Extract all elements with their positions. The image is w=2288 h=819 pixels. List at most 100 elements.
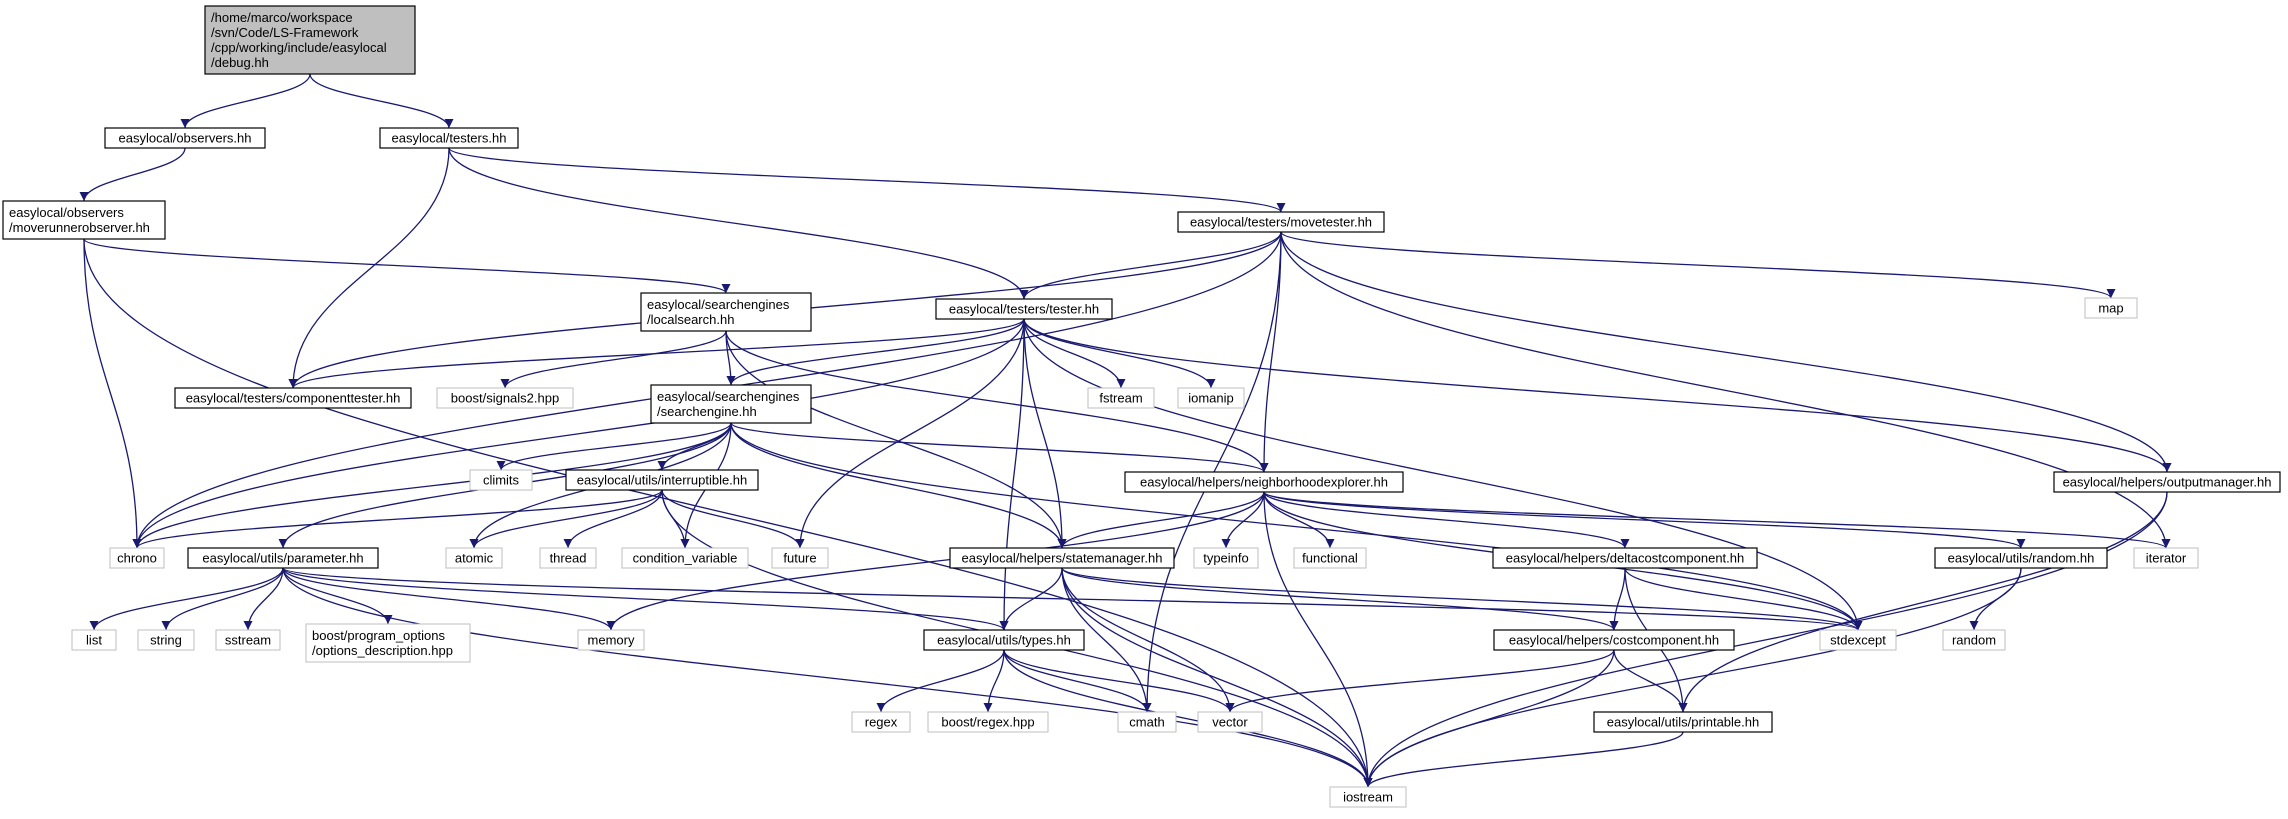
node-box-string: [137, 629, 195, 651]
node-box-map: [2084, 297, 2138, 319]
edge-tester-to-fstream: [1023, 318, 1126, 389]
node-iostream: iostream: [1329, 786, 1407, 808]
edge-interruptible-to-atomic: [469, 489, 663, 549]
node-neighborhoodexplorer[interactable]: easylocal/helpers/neighborhoodexplorer.h…: [1124, 471, 1404, 493]
edge-searchengine-to-neighborhoodexplorer: [730, 422, 1269, 473]
edge-deltacostcomponent-to-stdexcept: [1624, 567, 1863, 631]
node-list: list: [71, 629, 117, 651]
edge-searchengine-to-climits: [496, 422, 732, 471]
node-box-thread: [539, 547, 597, 569]
node-boost-regex: boost/regex.hpp: [927, 711, 1049, 733]
node-box-sstream: [215, 629, 281, 651]
node-root[interactable]: /home/marco/workspace/svn/Code/LS-Framew…: [204, 5, 416, 75]
edge-testers-to-movetester: [448, 147, 1286, 213]
edge-types-to-cmath: [1003, 649, 1152, 713]
node-label-types: easylocal/utils/types.hh: [937, 633, 1071, 648]
node-box-printable: [1593, 711, 1773, 733]
node-chrono: chrono: [109, 547, 165, 569]
node-box-componenttester: [174, 387, 412, 409]
node-printable[interactable]: easylocal/utils/printable.hh: [1593, 711, 1773, 733]
node-box-iostream: [1329, 786, 1407, 808]
node-sstream: sstream: [215, 629, 281, 651]
edge-parameter-to-list: [89, 567, 284, 631]
edge-localsearch-to-statemanager: [725, 330, 1067, 549]
edge-costcomponent-to-iostream: [1363, 649, 1615, 788]
node-testers[interactable]: easylocal/testers.hh: [379, 127, 519, 149]
node-box-fstream: [1087, 387, 1155, 409]
node-tester[interactable]: easylocal/testers/tester.hh: [935, 298, 1113, 320]
node-box-condition-variable: [621, 547, 749, 569]
node-parameter[interactable]: easylocal/utils/parameter.hh: [187, 547, 379, 569]
node-types[interactable]: easylocal/utils/types.hh: [923, 629, 1085, 651]
node-box-random: [1942, 629, 2006, 651]
edge-moverunnerobserver-to-localsearch: [83, 238, 731, 294]
edge-neighborhoodexplorer-to-iterator: [1263, 491, 2171, 549]
node-box-iomanip: [1177, 387, 1245, 409]
node-label-sstream: sstream: [225, 633, 271, 648]
node-box-chrono: [109, 547, 165, 569]
edge-root-to-testers: [309, 73, 454, 129]
node-box-testers: [379, 127, 519, 149]
node-box-movetester: [1177, 211, 1385, 233]
node-label-iostream: iostream: [1343, 790, 1393, 805]
node-label-root: /cpp/working/include/easylocal: [211, 40, 387, 55]
node-label-stdexcept: stdexcept: [1830, 633, 1886, 648]
node-observers[interactable]: easylocal/observers.hh: [104, 127, 266, 149]
node-label-moverunnerobserver: /moverunnerobserver.hh: [9, 220, 150, 235]
edge-parameter-to-types: [282, 567, 1009, 631]
edge-statemanager-to-cmath: [1061, 567, 1152, 713]
node-label-root: /home/marco/workspace: [211, 10, 353, 25]
node-box-typeinfo: [1193, 547, 1259, 569]
edge-moverunnerobserver-to-iostream: [83, 238, 1373, 788]
node-moverunnerobserver[interactable]: easylocal/observers/moverunnerobserver.h…: [2, 200, 166, 240]
node-iomanip: iomanip: [1177, 387, 1245, 409]
node-box-deltacostcomponent: [1492, 547, 1758, 569]
nodes-layer: /home/marco/workspace/svn/Code/LS-Framew…: [2, 5, 2281, 808]
edge-testers-to-tester: [448, 147, 1029, 300]
node-label-typeinfo: typeinfo: [1203, 551, 1249, 566]
node-label-printable: easylocal/utils/printable.hh: [1607, 715, 1759, 730]
edge-tester-to-outputmanager: [1023, 318, 2172, 473]
edge-costcomponent-to-printable: [1613, 649, 1688, 713]
node-label-observers: easylocal/observers.hh: [119, 131, 252, 146]
node-costcomponent[interactable]: easylocal/helpers/costcomponent.hh: [1493, 629, 1735, 651]
node-label-iomanip: iomanip: [1188, 391, 1234, 406]
edge-costcomponent-to-vector: [1225, 649, 1615, 713]
node-label-root: /debug.hh: [211, 55, 269, 70]
node-box-regex: [851, 711, 911, 733]
node-label-map: map: [2098, 301, 2123, 316]
node-outputmanager[interactable]: easylocal/helpers/outputmanager.hh: [2053, 471, 2281, 493]
node-label-boost-regex: boost/regex.hpp: [941, 715, 1034, 730]
node-vector: vector: [1197, 711, 1263, 733]
node-label-costcomponent: easylocal/helpers/costcomponent.hh: [1509, 633, 1719, 648]
node-statemanager[interactable]: easylocal/helpers/statemanager.hh: [949, 547, 1175, 569]
edge-searchengine-to-chrono: [132, 422, 732, 549]
node-searchengine[interactable]: easylocal/searchengines/searchengine.hh: [650, 384, 812, 424]
node-label-chrono: chrono: [117, 551, 157, 566]
edge-tester-to-chrono: [132, 318, 1025, 549]
edge-parameter-to-memory: [282, 567, 616, 631]
node-box-costcomponent: [1493, 629, 1735, 651]
node-localsearch[interactable]: easylocal/searchengines/localsearch.hh: [640, 292, 812, 332]
node-label-random: random: [1952, 633, 1996, 648]
node-label-condition-variable: condition_variable: [633, 551, 738, 566]
node-componenttester[interactable]: easylocal/testers/componenttester.hh: [174, 387, 412, 409]
node-label-searchengine: /searchengine.hh: [657, 404, 757, 419]
edges-layer: [79, 73, 2172, 788]
node-box-random-hh: [1934, 547, 2108, 569]
node-movetester[interactable]: easylocal/testers/movetester.hh: [1177, 211, 1385, 233]
edge-tester-to-statemanager: [1023, 318, 1067, 549]
node-box-cmath: [1117, 711, 1177, 733]
edge-searchengine-to-stdexcept: [730, 422, 1863, 631]
node-label-statemanager: easylocal/helpers/statemanager.hh: [962, 551, 1163, 566]
node-stdexcept: stdexcept: [1819, 629, 1897, 651]
node-deltacostcomponent[interactable]: easylocal/helpers/deltacostcomponent.hh: [1492, 547, 1758, 569]
node-label-movetester: easylocal/testers/movetester.hh: [1190, 215, 1372, 230]
node-string: string: [137, 629, 195, 651]
node-box-vector: [1197, 711, 1263, 733]
node-random-hh[interactable]: easylocal/utils/random.hh: [1934, 547, 2108, 569]
node-typeinfo: typeinfo: [1193, 547, 1259, 569]
edge-neighborhoodexplorer-to-random-hh: [1263, 491, 2026, 549]
node-interruptible[interactable]: easylocal/utils/interruptible.hh: [565, 469, 759, 491]
node-label-moverunnerobserver: easylocal/observers: [9, 205, 124, 220]
